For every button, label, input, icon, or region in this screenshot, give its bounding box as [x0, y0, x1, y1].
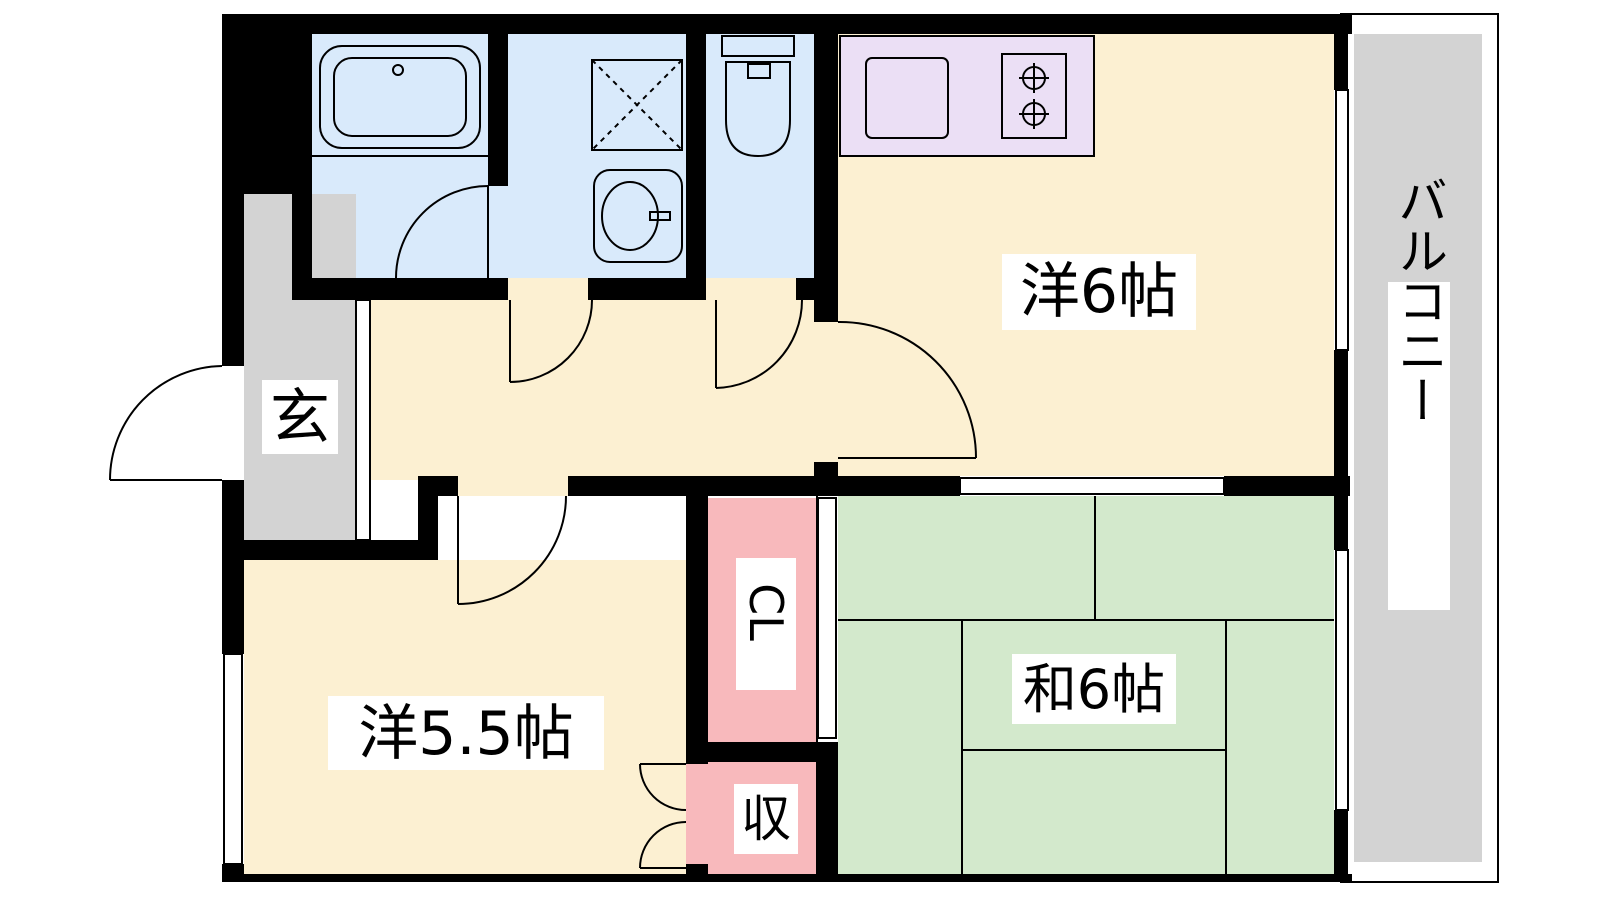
- kitchen-sink-icon: [865, 57, 949, 139]
- bath-door-gap: [488, 186, 508, 278]
- walls: [222, 14, 1352, 882]
- western-5-5-label: 洋5.5帖: [358, 699, 573, 769]
- shower-drain-icon: [591, 59, 683, 151]
- balcony-label: バルコニー: [1390, 175, 1448, 425]
- toilet-icon: [721, 35, 795, 158]
- hallway-floor: [370, 300, 818, 480]
- japanese-6-label: 和6帖: [1023, 658, 1165, 721]
- western-6-label-bg: [1002, 254, 1196, 330]
- kitchen-counter: [839, 35, 1095, 157]
- tatami-mats: [838, 496, 1334, 874]
- washroom-area: [508, 34, 686, 278]
- stove-icon: [1001, 53, 1067, 139]
- balcony-label-bg: [1388, 282, 1450, 610]
- western-5-5-label-bg: [328, 696, 604, 770]
- closet-label: CL: [739, 583, 793, 641]
- door-swings: [109, 185, 977, 869]
- door-gaps: [458, 278, 838, 496]
- entrance-label: 玄: [270, 383, 330, 453]
- bathtub-icon: [312, 45, 488, 157]
- room-labels: 洋6帖 洋5.5帖 和6帖 玄 CL 収 バルコニー: [262, 175, 1450, 854]
- entrance-label-bg: [262, 380, 338, 454]
- storage-door-gap: [686, 764, 708, 864]
- closet-label-bg: [736, 558, 796, 690]
- japanese-6-label-bg: [1012, 654, 1176, 724]
- storage-label-bg: [734, 784, 798, 854]
- storage-label: 収: [741, 790, 791, 848]
- washbasin-icon: [593, 169, 683, 263]
- western-6-label: 洋6帖: [1020, 257, 1178, 327]
- entrance-door-gap: [222, 366, 244, 480]
